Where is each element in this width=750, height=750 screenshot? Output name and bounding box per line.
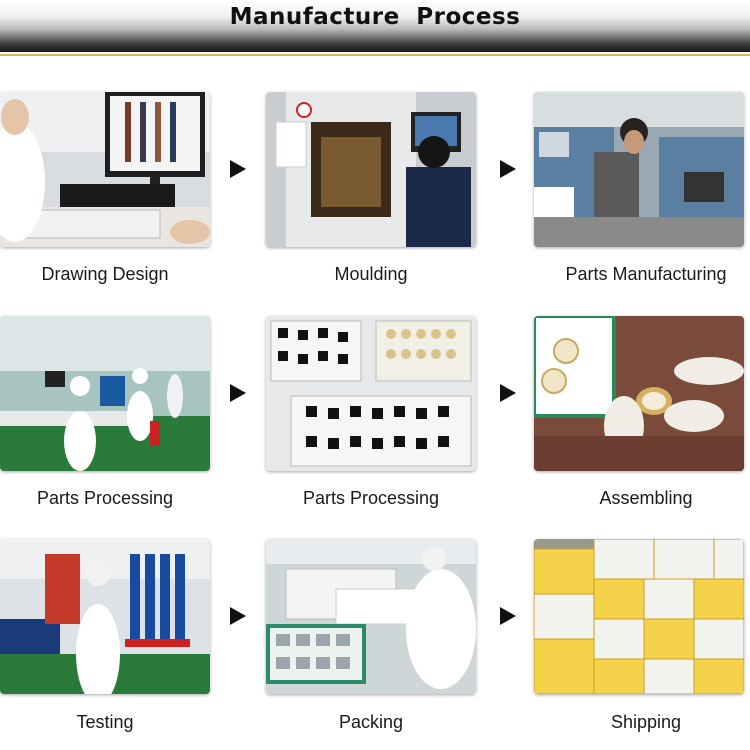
- step-label: Testing: [76, 712, 134, 732]
- photo-packing: [266, 539, 476, 694]
- page-title: Manufacture Process: [229, 4, 521, 30]
- arrow-right-icon: [230, 160, 246, 178]
- arrow-right-icon: [230, 607, 246, 625]
- photo-moulding: [266, 92, 476, 247]
- photo-parts-processing-2: [266, 316, 476, 471]
- photo-parts-processing-1: [0, 316, 210, 471]
- step-label: Assembling: [599, 488, 693, 508]
- arrow-right-icon: [500, 607, 516, 625]
- step-label: Parts Processing: [302, 488, 440, 508]
- photo-assembling: [534, 316, 744, 471]
- step-label: Drawing Design: [41, 264, 169, 284]
- arrow-right-icon: [230, 384, 246, 402]
- photo-shipping: [534, 539, 744, 694]
- arrow-right-icon: [500, 160, 516, 178]
- photo-drawing-design: [0, 92, 210, 247]
- step-label: Parts Processing: [36, 488, 174, 508]
- step-label: Shipping: [610, 712, 682, 732]
- step-label: Moulding: [334, 264, 408, 284]
- arrow-right-icon: [500, 384, 516, 402]
- title-banner: Manufacture Process: [0, 0, 750, 52]
- step-label: Parts Manufacturing: [565, 264, 727, 284]
- gold-divider: [0, 54, 750, 56]
- photo-parts-manufacturing: [534, 92, 744, 247]
- photo-testing: [0, 539, 210, 694]
- step-label: Packing: [338, 712, 404, 732]
